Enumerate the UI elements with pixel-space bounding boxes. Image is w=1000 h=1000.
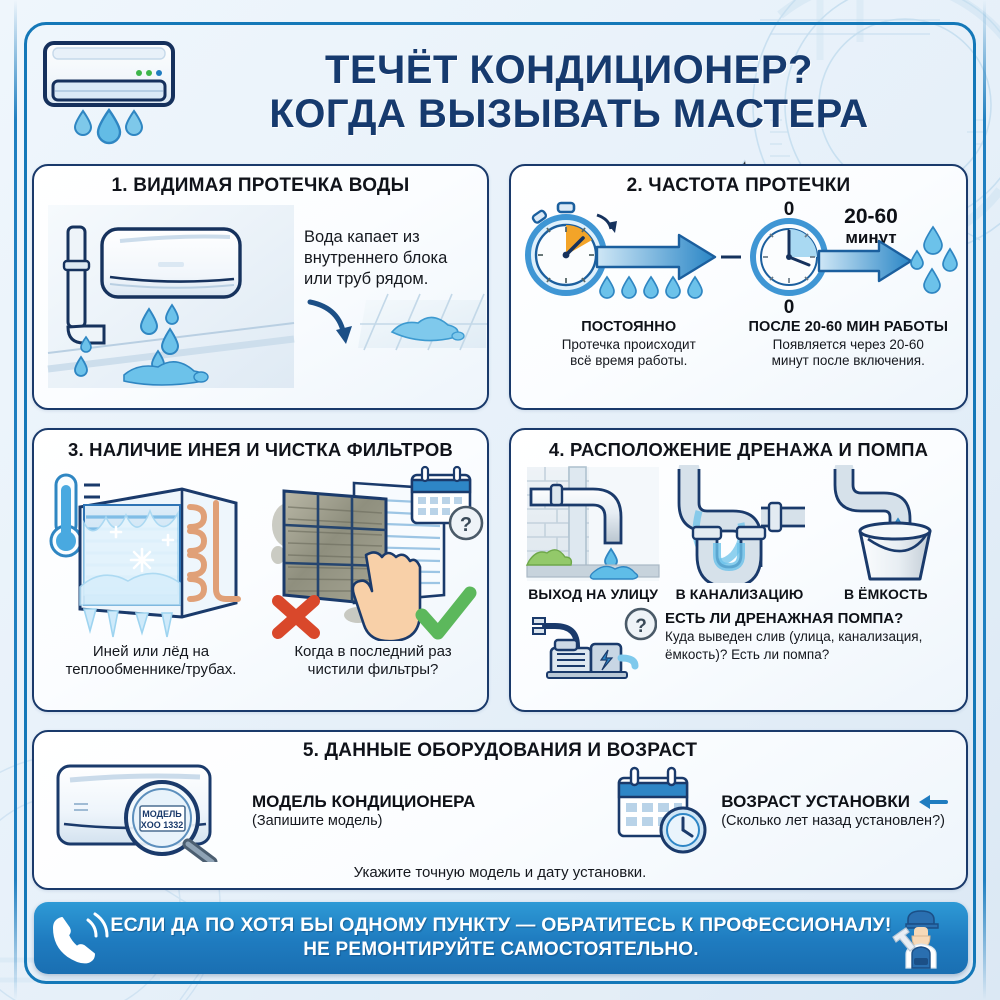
panel-leak-frequency: 2. ЧАСТОТА ПРОТЕЧКИ <box>509 164 968 410</box>
equipment-footnote: Укажите точную модель и дату установки. <box>353 864 647 881</box>
frequency-column-constant: ПОСТОЯННО Протечка происходит всё время … <box>519 319 739 369</box>
wall-ac-unit-dripping-icon <box>46 201 296 391</box>
drainage-option-outdoors: ВЫХОД НА УЛИЦУ <box>523 465 663 602</box>
ac-unit-with-magnifier-icon: МОДЕЛЬ XOO 1332 <box>56 764 218 862</box>
age-heading-row: ВОЗРАСТ УСТАНОВКИ <box>721 792 948 812</box>
note-line-2: внутреннего блока <box>304 249 448 268</box>
svg-text:МОДЕЛЬ: МОДЕЛЬ <box>142 809 182 819</box>
panel-title: 3. НАЛИЧИЕ ИНЕЯ И ЧИСТКА ФИЛЬТРОВ <box>68 439 453 460</box>
s-trap-sewer-pipe-icon <box>678 465 806 583</box>
pump-question-heading: ЕСТЬ ЛИ ДРЕНАЖНАЯ ПОМПА? <box>665 610 904 627</box>
bucket-container-icon <box>833 465 932 581</box>
frost-caption-line-1: Иней или лёд на <box>92 643 210 660</box>
drainage-option-sewer: В КАНАЛИЗАЦИЮ <box>669 465 809 602</box>
column-text-line-1: Протечка происходит <box>561 337 696 352</box>
water-puddle-on-floor-icon <box>358 294 487 351</box>
svg-text:минут: минут <box>845 228 896 247</box>
column-heading: ПОСТОЯННО <box>581 319 677 335</box>
banner-text: ЕСЛИ ДА ПО ХОТЯ БЫ ОДНОМУ ПУНКТУ — ОБРАТ… <box>110 913 892 963</box>
filter-caption-line-2: чистили фильтры? <box>307 661 439 678</box>
svg-text:?: ? <box>635 616 647 637</box>
model-text-block: МОДЕЛЬ КОНДИЦИОНЕРА (Запишите модель) <box>252 792 475 829</box>
pipe-through-wall-outdoors-icon <box>526 466 660 581</box>
svg-text:0: 0 <box>783 199 794 220</box>
drainage-pump-icon: ? <box>532 607 657 679</box>
panel-title: 2. ЧАСТОТА ПРОТЕЧКИ <box>626 175 851 196</box>
filter-caption-line-1: Когда в последний раз <box>294 643 452 660</box>
check-mark-icon <box>415 586 477 640</box>
column-heading: ПОСЛЕ 20-60 МИН РАБОТЫ <box>748 319 949 335</box>
drainage-label: ВЫХОД НА УЛИЦУ <box>528 586 659 602</box>
curved-down-arrow-icon <box>307 299 352 345</box>
frost-caption-line-2: теплообменнике/трубах. <box>65 661 237 678</box>
frozen-heat-exchanger-icon <box>49 473 241 638</box>
age-sub: (Сколько лет назад установлен?) <box>721 812 945 829</box>
clock-icon: 0 0 <box>749 199 828 317</box>
page-title: ТЕЧЁТ КОНДИЦИОНЕР? КОГДА ВЫЗЫВАТЬ МАСТЕР… <box>198 48 966 136</box>
title-line-1: ТЕЧЁТ КОНДИЦИОНЕР? <box>325 48 813 93</box>
model-sub: (Запишите модель) <box>252 812 383 829</box>
panel-title: 1. ВИДИМАЯ ПРОТЕЧКА ВОДЫ <box>111 175 410 196</box>
frost-column: Иней или лёд на теплообменнике/трубах. <box>40 463 262 679</box>
note-line-3: или труб рядом. <box>304 270 429 289</box>
dirty-air-filter-with-hand-icon: ? <box>271 465 484 641</box>
svg-text:0: 0 <box>783 297 794 317</box>
panel-frost-and-filters: 3. НАЛИЧИЕ ИНЕЯ И ЧИСТКА ФИЛЬТРОВ <box>32 428 489 712</box>
call-professional-banner: ЕСЛИ ДА ПО ХОТЯ БЫ ОДНОМУ ПУНКТУ — ОБРАТ… <box>34 902 968 974</box>
svg-text:?: ? <box>460 514 472 536</box>
svg-text:20-60: 20-60 <box>844 205 898 228</box>
age-text-block: ВОЗРАСТ УСТАНОВКИ (Сколько лет назад уст… <box>721 792 948 829</box>
column-text-line-2: минут после включения. <box>771 353 925 369</box>
header: ТЕЧЁТ КОНДИЦИОНЕР? КОГДА ВЫЗЫВАТЬ МАСТЕР… <box>34 30 966 155</box>
model-heading: МОДЕЛЬ КОНДИЦИОНЕРА <box>252 791 476 811</box>
calendar-clock-icon <box>617 766 707 854</box>
svg-text:XOO 1332: XOO 1332 <box>141 820 184 830</box>
age-heading: ВОЗРАСТ УСТАНОВКИ <box>721 791 910 811</box>
title-line-2: КОГДА ВЫЗЫВАТЬ МАСТЕРА <box>269 91 869 136</box>
technician-with-wrench-icon <box>892 910 939 969</box>
panel-drainage-and-pump: 4. РАСПОЛОЖЕНИЕ ДРЕНАЖА И ПОМПА <box>509 428 968 712</box>
panel-title: 4. РАСПОЛОЖЕНИЕ ДРЕНАЖА И ПОМПА <box>548 439 929 460</box>
banner-line-1: ЕСЛИ ДА ПО ХОТЯ БЫ ОДНОМУ ПУНКТУ — ОБРАТ… <box>110 913 892 936</box>
drainage-option-container: В ЁМКОСТЬ <box>816 465 956 602</box>
pump-text-line-2: ёмкость)? Есть ли помпа? <box>665 647 830 663</box>
note-line-1: Вода капает из <box>304 228 420 246</box>
air-conditioner-dripping-icon <box>34 37 184 149</box>
panel1-note: Вода капает из внутреннего блока или тру… <box>304 227 487 290</box>
thermometer-icon <box>49 473 83 558</box>
left-arrow-icon <box>919 794 948 809</box>
drainage-label: В ЁМКОСТЬ <box>843 586 928 602</box>
column-text-line-2: всё время работы. <box>570 353 688 369</box>
filter-column: ? Когда в последний раз чистили фильтры? <box>262 463 484 679</box>
ringing-phone-icon <box>53 912 109 964</box>
drainage-label: В КАНАЛИЗАЦИЮ <box>675 586 804 602</box>
cross-mark-icon <box>272 595 320 639</box>
frequency-column-delayed: ПОСЛЕ 20-60 МИН РАБОТЫ Появляется через … <box>739 319 959 369</box>
column-text-line-1: Появляется через 20-60 <box>772 337 924 352</box>
panel-equipment-data: 5. ДАННЫЕ ОБОРУДОВАНИЯ И ВОЗРАСТ МОДЕЛ <box>32 730 968 890</box>
pump-text-line-1: Куда выведен слив (улица, канализация, <box>665 629 923 644</box>
banner-line-2: НЕ РЕМОНТИРУЙТЕ САМОСТОЯТЕЛЬНО. <box>303 939 699 961</box>
panel-visible-leak: 1. ВИДИМАЯ ПРОТЕЧКА ВОДЫ <box>32 164 489 410</box>
